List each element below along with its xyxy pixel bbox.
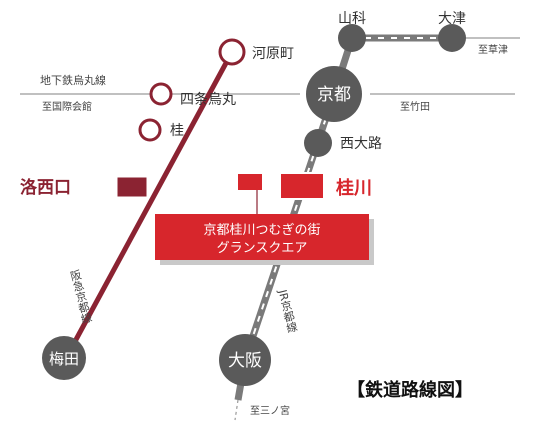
station-kyoto-marker [306,66,362,122]
jr-line-sannomiya [234,399,239,421]
property-label-line2: グランスクエア [217,241,308,256]
label-to-takeda: 至竹田 [400,100,430,113]
label-to-sannomiya: 至三ノ宮 [250,404,290,417]
label-otsu: 大津 [438,11,466,27]
label-yamashina: 山科 [338,11,366,27]
station-otsu-marker [438,24,466,52]
legend-title: 【鉄道路線図】 [347,379,473,401]
station-shijo-karasuma-marker [149,82,173,106]
label-jr-line: JR京都線 [275,287,298,334]
property-pin [238,174,262,190]
label-to-kusatsu: 至草津 [478,44,508,56]
label-kawaramachi: 河原町 [252,46,294,62]
station-katsuragawa-marker [279,172,325,200]
label-umeda: 梅田 [49,350,79,368]
label-hankyu-line: 阪急京都線 [67,267,93,325]
label-kyoto: 京都 [317,85,351,105]
station-rakusaiguchi-marker [116,176,148,198]
label-osaka: 大阪 [228,351,262,371]
station-osaka-marker [219,334,271,386]
station-kawaramachi-marker [218,38,246,66]
label-katsuragawa: 桂川 [335,177,372,199]
station-umeda-marker [42,336,86,380]
station-nishioji-marker [304,129,332,157]
property-box [155,214,369,260]
station-katsura-marker [138,118,162,142]
label-rakusaiguchi: 洛西口 [20,177,71,198]
label-karasuma-line: 地下鉄烏丸線 [40,73,106,87]
label-katsura: 桂 [170,123,184,139]
station-yamashina-marker [338,24,366,52]
hankyu-line [63,50,235,360]
label-nishioji: 西大路 [340,136,382,152]
property-label-line1: 京都桂川つむぎの街 [203,223,320,238]
label-to-kokusai-kaikan: 至国際会館 [42,100,92,113]
label-shijo-karasuma: 四条烏丸 [180,91,236,108]
